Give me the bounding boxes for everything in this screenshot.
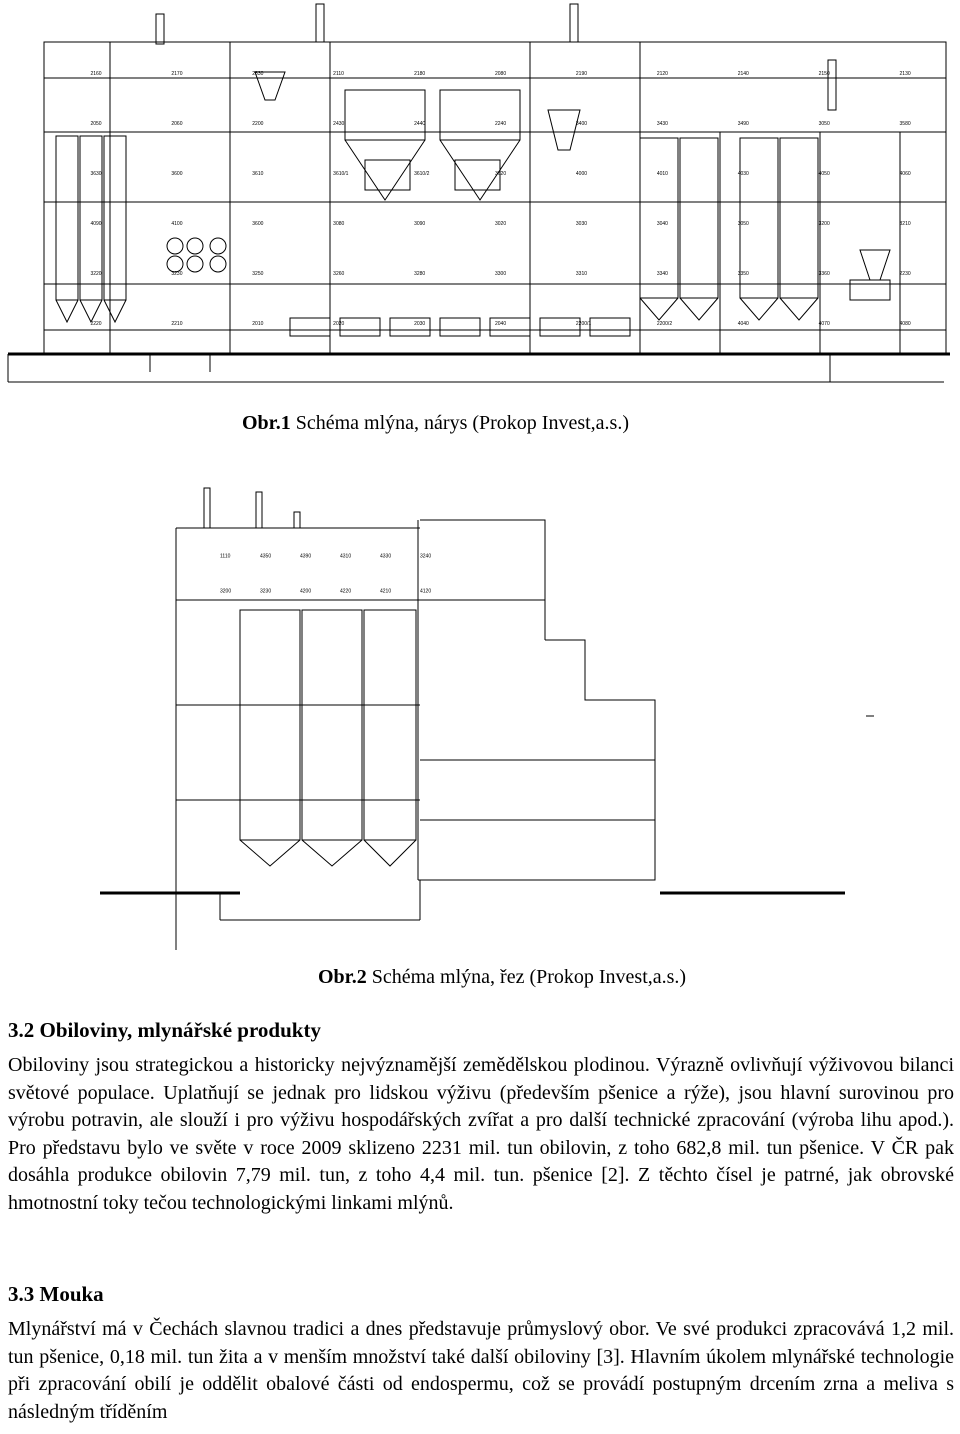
equipment-label: 2430 <box>333 121 344 127</box>
equipment-label: 4330 <box>380 554 391 560</box>
equipment-label: 3200 <box>819 221 830 227</box>
equipment-label: 2160 <box>90 71 101 77</box>
figure2-caption: Obr.2 Schéma mlýna, řez (Prokop Invest,a… <box>318 966 686 989</box>
equipment-label: 3020 <box>495 221 506 227</box>
equipment-label: 3030 <box>576 221 587 227</box>
figure1-number: Obr.1 <box>242 412 291 434</box>
equipment-label: 3050 <box>819 121 830 127</box>
equipment-label: 2200 <box>252 121 263 127</box>
equipment-label: 3610 <box>252 171 263 177</box>
equipment-label: 3080 <box>333 221 344 227</box>
equipment-label: 4040 <box>738 321 749 327</box>
equipment-label: 3360 <box>819 271 830 277</box>
equipment-label: 3220 <box>90 271 101 277</box>
mill-elevation-drawing: 2160 2170 2530 2110 2180 2080 2190 2120 2140 2150… <box>7 3 950 383</box>
equipment-label: 3600 <box>171 171 182 177</box>
equipment-label: 3600 <box>252 221 263 227</box>
equipment-label: 3350 <box>738 271 749 277</box>
equipment-label: 2060 <box>171 121 182 127</box>
equipment-label: 2140 <box>738 71 749 77</box>
equipment-label: 4070 <box>819 321 830 327</box>
equipment-label: 2240 <box>495 121 506 127</box>
figure1-caption: Obr.1 Schéma mlýna, nárys (Prokop Invest… <box>242 412 629 435</box>
equipment-label: 4200 <box>300 589 311 595</box>
equipment-label: 2220 <box>90 321 101 327</box>
equipment-label: 4000 <box>576 171 587 177</box>
equipment-label: 4120 <box>420 589 431 595</box>
equipment-label: 2230 <box>900 271 911 277</box>
equipment-label: 3400 <box>576 121 587 127</box>
equipment-label: 3300 <box>495 271 506 277</box>
equipment-label: 3310 <box>576 271 587 277</box>
equipment-label: 4310 <box>340 554 351 560</box>
equipment-label: 4100 <box>171 221 182 227</box>
equipment-label: 2530 <box>252 71 263 77</box>
equipment-label: 4090 <box>90 221 101 227</box>
equipment-label: 2150 <box>819 71 830 77</box>
mill-section-drawing: 1110 4350 4390 4310 4330 3240 3200 3230 4200 4220… <box>100 487 874 950</box>
equipment-label: 3250 <box>252 271 263 277</box>
equipment-label: 2180 <box>414 71 425 77</box>
equipment-label: 2130 <box>900 71 911 77</box>
equipment-label: 2110 <box>333 71 344 77</box>
equipment-label: 3050 <box>738 221 749 227</box>
equipment-label: 3620 <box>495 171 506 177</box>
section-heading-3-3: 3.3 Mouka <box>8 1282 104 1306</box>
equipment-label: 4030 <box>738 171 749 177</box>
equipment-label: 4050 <box>819 171 830 177</box>
equipment-label: 2440 <box>414 121 425 127</box>
section-3-2-paragraph: Obiloviny jsou strategickou a historicky… <box>8 1054 954 1214</box>
equipment-label: 2010 <box>252 321 263 327</box>
section-3-3-paragraph: Mlynářství má v Čechách slavnou tradici … <box>8 1318 954 1423</box>
equipment-label: 4390 <box>300 554 311 560</box>
equipment-label: 3260 <box>333 271 344 277</box>
equipment-label: 2210 <box>171 321 182 327</box>
equipment-label: 4210 <box>380 589 391 595</box>
equipment-label: 3490 <box>738 121 749 127</box>
equipment-label: 3580 <box>900 121 911 127</box>
equipment-label: 3630 <box>90 171 101 177</box>
equipment-label: 2030 <box>414 321 425 327</box>
figure1-caption-text: Schéma mlýna, nárys (Prokop Invest,a.s.) <box>290 412 629 434</box>
equipment-label: 2200/2 <box>657 321 673 327</box>
equipment-label: 2190 <box>576 71 587 77</box>
equipment-label: 4080 <box>900 321 911 327</box>
equipment-label: 2120 <box>657 71 668 77</box>
equipment-label: 2170 <box>171 71 182 77</box>
equipment-label: 2050 <box>90 121 101 127</box>
equipment-label: 3610/2 <box>414 171 430 177</box>
equipment-label: 2200/1 <box>576 321 592 327</box>
equipment-label: 1110 <box>220 554 231 560</box>
equipment-label: 3090 <box>414 221 425 227</box>
equipment-label: 3280 <box>414 271 425 277</box>
section-heading-3-2: 3.2 Obiloviny, mlynářské produkty <box>8 1018 321 1042</box>
equipment-label: 4060 <box>900 171 911 177</box>
equipment-label: 4350 <box>260 554 271 560</box>
equipment-label: 4010 <box>657 171 668 177</box>
equipment-label: 2020 <box>333 321 344 327</box>
equipment-label: 3240 <box>420 554 431 560</box>
equipment-label: 3340 <box>657 271 668 277</box>
equipment-label: 3230 <box>171 271 182 277</box>
figure2-number: Obr.2 <box>318 966 367 988</box>
equipment-label: 3430 <box>657 121 668 127</box>
equipment-label: 4220 <box>340 589 351 595</box>
equipment-label: 3200 <box>220 589 231 595</box>
figure2-caption-text: Schéma mlýna, řez (Prokop Invest,a.s.) <box>366 966 687 988</box>
equipment-label: 3040 <box>657 221 668 227</box>
equipment-label: 3230 <box>260 589 271 595</box>
equipment-label: 3210 <box>900 221 911 227</box>
equipment-label: 3610/1 <box>333 171 349 177</box>
equipment-label: 2040 <box>495 321 506 327</box>
equipment-label: 2080 <box>495 71 506 77</box>
